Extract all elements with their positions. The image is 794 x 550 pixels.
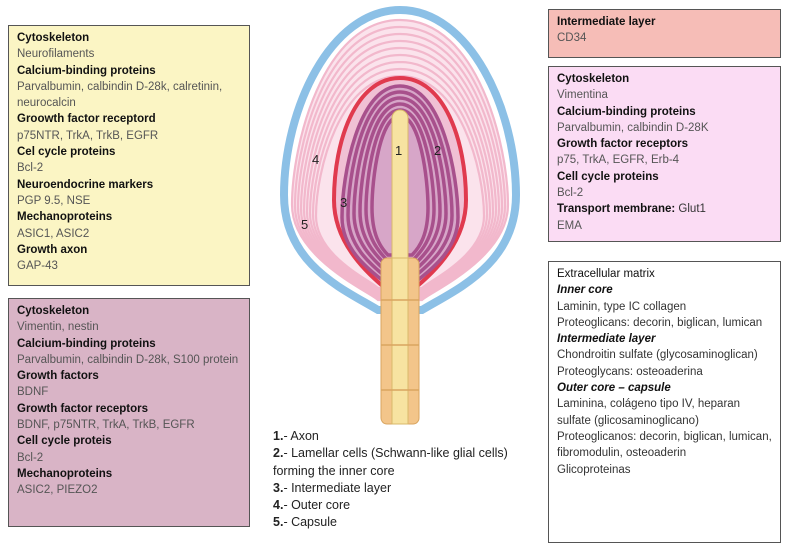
section-heading: Calcium-binding proteins (557, 105, 696, 118)
legend-text: - Lamellar cells (Schwann-like glial cel… (273, 446, 508, 478)
section-heading: Cel cycle proteins (17, 146, 116, 159)
section-heading: Cell cycle proteins (557, 170, 659, 183)
legend-text: - Intermediate layer (283, 480, 392, 495)
section-heading: Calcium-binding proteins (17, 337, 156, 350)
section-value: BDNF (17, 386, 49, 399)
pacinian-corpuscle-diagram: 1 2 3 4 5 (279, 5, 521, 425)
ecm-line: Laminina, colágeno tipo IV, heparan sulf… (557, 398, 741, 427)
section-heading: Calcium-binding proteins (17, 64, 156, 77)
ecm-title: Extracellular matrix (557, 268, 655, 280)
legend-number: 3. (273, 480, 284, 495)
label-1: 1 (395, 143, 402, 158)
label-3: 3 (340, 195, 347, 210)
section-heading: Cytoskeleton (557, 73, 630, 85)
legend-item: 3.- Intermediate layer (273, 480, 543, 497)
section-heading: Growth factor receptors (557, 138, 688, 151)
section-heading: Growth axon (17, 243, 88, 256)
intermediate-layer-box: Intermediate layer CD34 (548, 9, 781, 58)
section-value: Vimentin, nestin (17, 321, 99, 334)
legend-number: 1. (273, 429, 284, 443)
section-heading: Groowth factor receptord (17, 113, 156, 126)
label-2: 2 (434, 143, 441, 158)
transport-membrane-value: Glut1 (675, 203, 706, 216)
section-value: GAP-43 (17, 260, 58, 273)
legend-text: - Outer core (283, 498, 351, 513)
ecm-line: Proteoglicanos: decorin, biglican, lumic… (557, 430, 772, 443)
label-4: 4 (312, 152, 319, 167)
legend-text: - Capsule (283, 515, 337, 530)
ecm-line: fibromodulin, osteoaderin (557, 447, 687, 460)
section-value: Parvalbumin, calbindin D-28K (557, 121, 709, 134)
ecm-subheading: Intermediate layer (557, 333, 656, 346)
ecm-subheading: Inner core (557, 284, 613, 297)
legend-number: 2. (273, 446, 284, 461)
section-value: Parvalbumin, calbindin D-28k, calretinin… (17, 80, 223, 110)
section-value: Parvalbumin, calbindin D-28k, S100 prote… (17, 353, 239, 366)
legend-number: 5. (273, 515, 284, 530)
ecm-line: Glicoproteinas (557, 463, 631, 476)
legend-text: - Axon (283, 429, 319, 443)
transport-membrane-heading: Transport membrane: (557, 203, 676, 216)
ecm-line: Proteoglycans: osteoaderina (557, 365, 703, 378)
section-value: p75, TrkA, EGFR, Erb-4 (557, 154, 680, 167)
section-value: Vimentina (557, 89, 608, 102)
legend-item: 4.- Outer core (273, 497, 543, 514)
ecm-line: Proteoglicans: decorin, biglican, lumica… (557, 316, 763, 329)
label-5: 5 (301, 217, 308, 232)
ecm-subheading: Outer core – capsule (557, 382, 671, 395)
section-value: PGP 9.5, NSE (17, 194, 91, 207)
section-value: Bcl-2 (17, 451, 44, 464)
ema-marker: EMA (557, 219, 582, 232)
section-value: Bcl-2 (17, 162, 44, 175)
intermediate-layer-heading: Intermediate layer (557, 16, 656, 28)
axon-stalk (391, 257, 409, 425)
section-heading: Growth factor receptors (17, 402, 148, 415)
section-heading: Cytoskeleton (17, 305, 90, 317)
legend-item: 1.- Axon (273, 428, 543, 445)
intermediate-layer-marker: CD34 (557, 32, 587, 45)
section-value: p75NTR, TrkA, TrkB, EGFR (17, 129, 159, 142)
section-heading: Cell cycle proteis (17, 435, 112, 448)
section-value: ASIC1, ASIC2 (17, 227, 90, 240)
section-value: BDNF, p75NTR, TrkA, TrkB, EGFR (17, 419, 195, 432)
section-heading: Mechanoproteins (17, 467, 113, 480)
legend-item: 5.- Capsule (273, 514, 543, 531)
ecm-line: Laminin, type IC collagen (557, 300, 687, 313)
legend-number: 4. (273, 498, 284, 513)
ecm-line: Chondroitin sulfate (glycosaminoglican) (557, 349, 758, 362)
section-heading: Mechanoproteins (17, 211, 113, 224)
section-value: Neurofilaments (17, 48, 95, 61)
section-heading: Growth factors (17, 370, 99, 383)
section-value: ASIC2, PIEZO2 (17, 484, 98, 497)
section-heading: Neuroendocrine markers (17, 178, 154, 191)
ranvier-nodes (381, 299, 419, 391)
legend-item: 2.- Lamellar cells (Schwann-like glial c… (273, 445, 543, 480)
section-heading: Cytoskeleton (17, 32, 90, 44)
section-value: Bcl-2 (557, 187, 584, 200)
